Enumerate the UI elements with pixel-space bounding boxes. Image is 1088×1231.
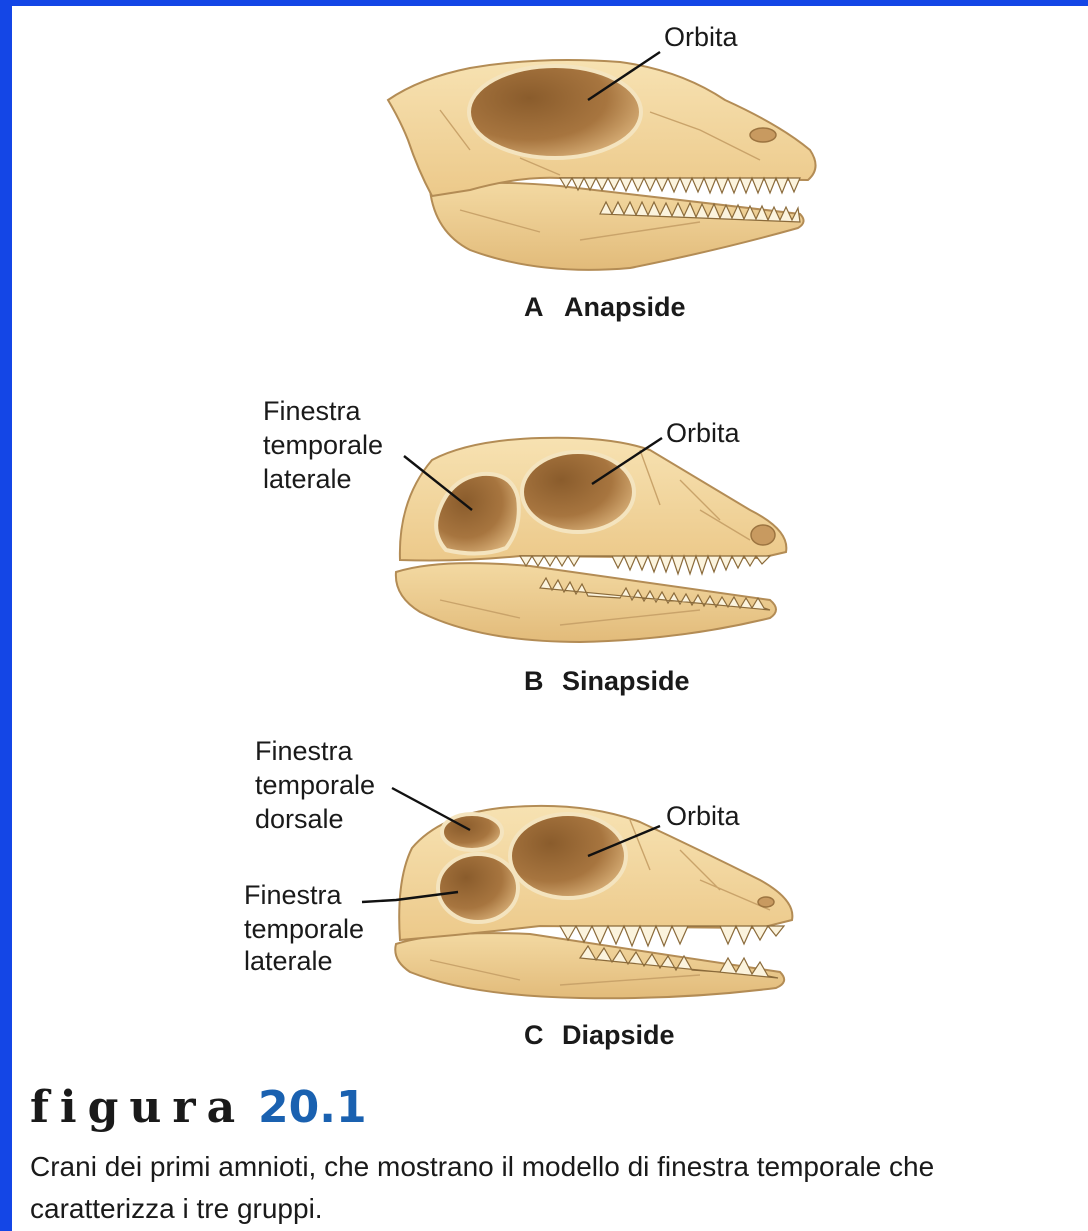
anapside-nostril (750, 128, 776, 142)
anapside-orbit (469, 66, 641, 158)
sinapside-orbit (522, 452, 634, 532)
diapside-caption-name: Diapside (562, 1020, 675, 1050)
diapside-caption-letter: C (524, 1020, 544, 1050)
diapside-dorsal-label-line3: dorsale (255, 804, 344, 834)
figure-caption: Crani dei primi amnioti, che mostrano il… (30, 1146, 1050, 1230)
diapside-dorsal-label-line2: temporale (255, 770, 375, 800)
sinapside-caption-name: Sinapside (562, 666, 690, 696)
sinapside-lateral-label-line1: Finestra (263, 396, 362, 426)
diapside-dorsal-leader (392, 788, 470, 830)
figure-number: 20.1 (258, 1082, 367, 1133)
skull-diapside (395, 806, 792, 998)
diapside-orbita-label: Orbita (666, 801, 741, 831)
diapside-dorsal-label-line1: Finestra (255, 736, 354, 766)
sinapside-caption-letter: B (524, 666, 544, 696)
diapside-lateral-label-line3: laterale (244, 946, 333, 976)
sinapside-nostril (751, 525, 775, 545)
diapside-nostril (758, 897, 774, 907)
sinapside-lateral-label-line3: laterale (263, 464, 352, 494)
sinapside-lateral-label-line2: temporale (263, 430, 383, 460)
anapside-caption-letter: A (524, 292, 544, 322)
diapside-lateral-label-line2: temporale (244, 914, 364, 944)
diapside-orbit (510, 814, 626, 898)
diapside-lateral-fenestra (438, 854, 518, 922)
sinapside-orbita-label: Orbita (666, 418, 741, 448)
diapside-lateral-label-line1: Finestra (244, 880, 343, 910)
anapside-lower-jaw (430, 183, 804, 270)
anapside-orbita-label: Orbita (664, 22, 739, 52)
figure-word: figura (30, 1082, 246, 1133)
anapside-caption-name: Anapside (564, 292, 686, 322)
skull-sinapside (396, 438, 787, 642)
